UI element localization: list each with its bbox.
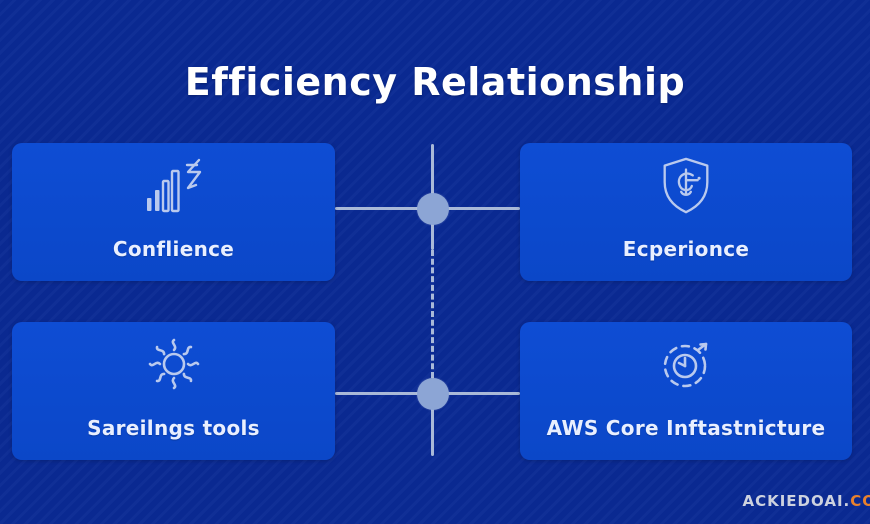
watermark: ACKIEDOAI.CO [742,492,870,510]
connector-node-top [417,193,449,225]
card-aws-core-infrastructure: AWS Core Inftastnicture [520,322,852,460]
watermark-text: ACKIEDOAI. [742,492,851,510]
card-savings-tools: Sareilngs tools [12,322,335,460]
card-label: Sareilngs tools [87,416,260,440]
connector-vertical-dashed [431,250,434,378]
gear-clock-icon [653,334,719,396]
card-confidence: Conflience [12,143,335,281]
card-experience: Ecperionce [520,143,852,281]
connector-vertical-bottom [431,378,434,456]
connector-node-bottom [417,378,449,410]
shield-icon [655,155,717,217]
card-label: Ecperionce [622,237,750,261]
card-label: AWS Core Inftastnicture [546,416,826,440]
watermark-suffix: CO [850,492,870,510]
card-label: Conflience [112,237,235,261]
bar-chart-dollar-icon [138,155,210,217]
page-title: Efficiency Relationship [184,60,686,104]
gear-wave-icon [142,334,206,396]
